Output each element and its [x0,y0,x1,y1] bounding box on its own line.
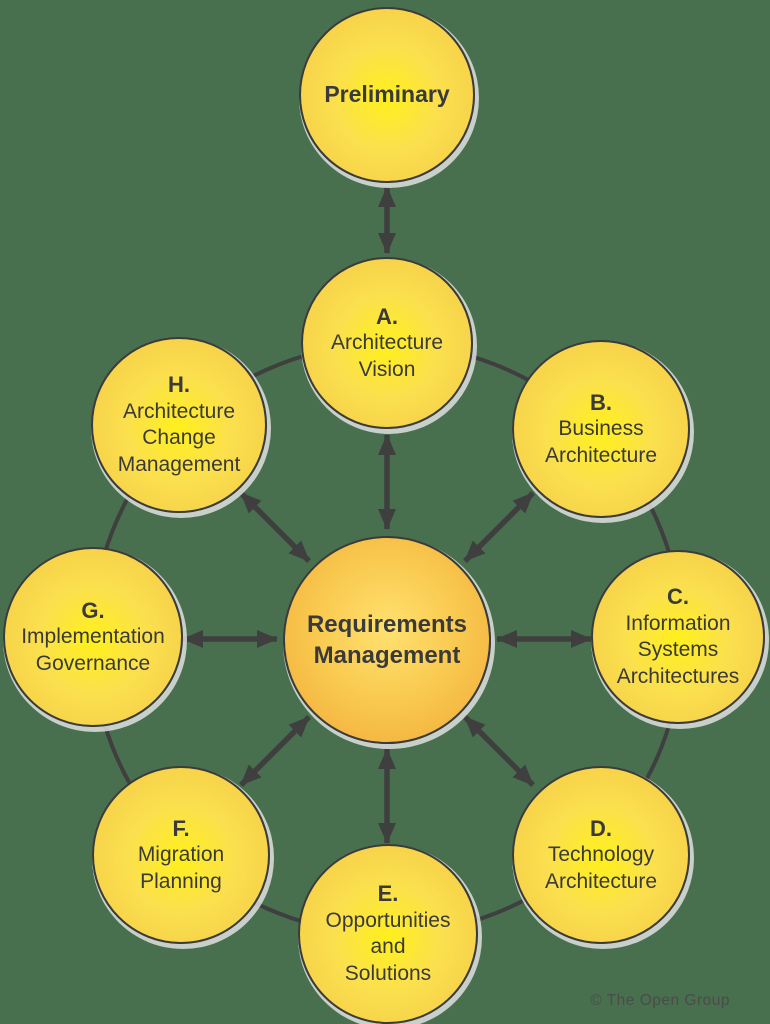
phase-label: C. Information Systems Architectures [593,583,763,690]
phase-letter: B. [590,389,612,415]
phase-circle-h: H. Architecture Change Management [91,337,267,513]
phase-label: A. Architecture Vision [303,303,471,384]
phase-circle-g: G. Implementation Governance [3,547,183,727]
phase-title: Architecture Vision [330,331,444,381]
phase-letter: H. [168,372,190,398]
phase-title: Preliminary [324,81,450,108]
phase-circle-b: B. Business Architecture [512,340,690,518]
phase-label: G. Implementation Governance [5,597,181,678]
arrow-center-f [239,715,311,787]
phase-circle-c: C. Information Systems Architectures [591,550,765,724]
phase-title: Requirements Management [306,610,468,669]
phase-label: Preliminary [301,80,473,110]
phase-letter: D. [590,815,612,841]
arrow-center-h [239,491,311,563]
phase-title: Business Architecture [544,417,658,467]
copyright-notice: © The Open Group [590,992,730,1009]
phase-letter: E. [377,881,399,907]
phase-label: B. Business Architecture [514,389,688,470]
phase-label: E. Opportunities and Solutions [300,880,476,987]
phase-label: H. Architecture Change Management [93,371,265,478]
phase-label: D. Technology Architecture [514,815,688,896]
phase-title: Opportunities and Solutions [325,908,451,986]
phase-letter: A. [376,303,398,329]
phase-letter: F. [172,815,190,841]
phase-title: Architecture Change Management [117,399,241,477]
phase-letter: C. [667,584,689,610]
phase-title: Information Systems Architectures [616,611,740,689]
phase-circle-d: D. Technology Architecture [512,766,690,944]
phase-circle-preliminary: Preliminary [299,7,475,183]
phase-title: Technology Architecture [544,843,658,893]
phase-label: F. Migration Planning [94,815,268,896]
phase-circle-e: E. Opportunities and Solutions [298,844,478,1024]
phase-circle-a: A. Architecture Vision [301,257,473,429]
arrow-center-d [463,715,535,787]
arrow-center-b [463,491,535,563]
phase-circle-f: F. Migration Planning [92,766,270,944]
phase-letter: G. [81,597,105,623]
requirements-management-circle: Requirements Management [283,536,491,744]
phase-title: Implementation Governance [21,625,165,675]
phase-label: Requirements Management [285,609,489,671]
phase-title: Migration Planning [137,843,225,893]
